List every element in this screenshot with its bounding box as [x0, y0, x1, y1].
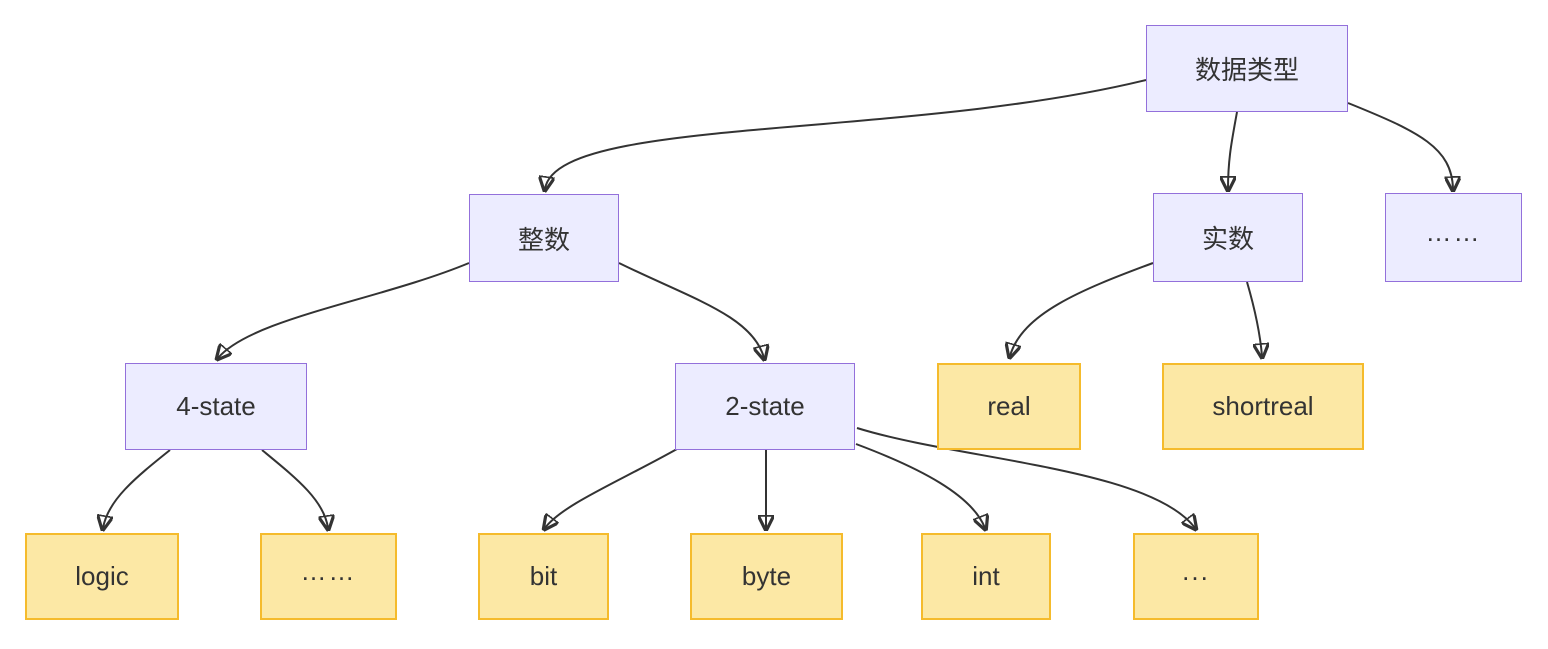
edge-root-realnum	[1228, 111, 1238, 189]
node-2-state: 2-state	[675, 363, 855, 450]
edge-4state-logic	[103, 449, 171, 528]
node-int-label: int	[972, 561, 1000, 591]
node-2-state-label: 2-state	[725, 391, 805, 421]
edge-2state-more	[856, 427, 1195, 528]
edge-realnum-real	[1010, 262, 1154, 356]
node-4-state-label: 4-state	[176, 391, 256, 421]
edge-integer-2state	[618, 262, 764, 358]
node-bit: bit	[478, 533, 609, 620]
edge-4state-more	[261, 449, 328, 528]
node-more-top-label: ……	[1425, 217, 1482, 247]
node-data-type-label: 数据类型	[1194, 55, 1299, 85]
node-integer: 整数	[469, 194, 619, 282]
node-byte: byte	[690, 533, 843, 620]
node-logic: logic	[25, 533, 179, 620]
node-more-4state: ……	[260, 533, 397, 620]
node-int: int	[921, 533, 1051, 620]
node-logic-label: logic	[75, 561, 129, 591]
node-more-2state: ...	[1133, 533, 1259, 620]
node-data-type: 数据类型	[1146, 25, 1348, 112]
node-more-4state-label: ……	[300, 556, 357, 586]
edge-2state-int	[855, 443, 985, 528]
node-shortreal-label: shortreal	[1212, 391, 1314, 421]
edge-root-more	[1347, 102, 1453, 189]
edge-integer-4state	[218, 262, 470, 358]
node-real-label: real	[987, 391, 1031, 421]
node-4-state: 4-state	[125, 363, 307, 450]
node-byte-label: byte	[741, 561, 792, 591]
node-more-top: ……	[1385, 193, 1522, 282]
node-bit-label: bit	[529, 561, 558, 591]
node-integer-label: 整数	[517, 224, 570, 255]
edge-realnum-shortreal	[1246, 281, 1262, 356]
edge-2state-bit	[545, 448, 678, 528]
node-real: real	[937, 363, 1081, 450]
node-shortreal: shortreal	[1162, 363, 1364, 450]
node-real-number: 实数	[1153, 193, 1303, 282]
node-real-number-label: 实数	[1201, 224, 1254, 254]
node-more-2state-label: ...	[1182, 556, 1210, 586]
edge-root-integer	[545, 79, 1147, 189]
